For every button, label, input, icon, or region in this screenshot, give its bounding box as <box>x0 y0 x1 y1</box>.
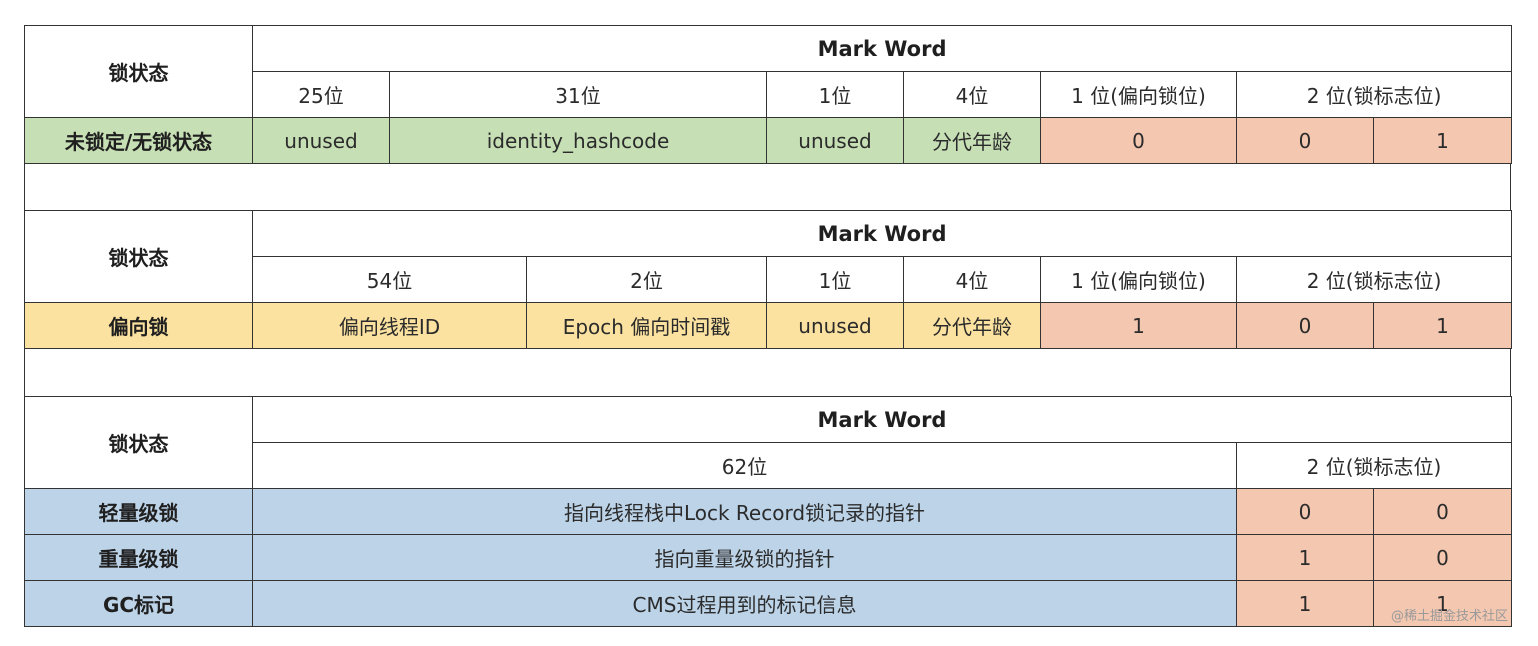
lock-flag-cell: 1 <box>1372 302 1513 349</box>
bit-label: 2位 <box>526 256 767 303</box>
bit-label: 2 位(锁标志位) <box>1235 256 1513 303</box>
mark-word-title: Mark Word <box>251 25 1513 72</box>
table-unlocked: 锁状态 Mark Word 25位 31位 1位 4位 1 位(偏向锁位) 2 … <box>24 25 1513 164</box>
state-label: 轻量级锁 <box>24 488 253 535</box>
state-header: 锁状态 <box>24 210 253 303</box>
lock-flag-cell: 1 <box>1372 117 1513 164</box>
field-cell: 指向线程栈中Lock Record锁记录的指针 <box>252 488 1237 535</box>
field-cell: identity_hashcode <box>389 117 767 164</box>
lock-flag-cell: 0 <box>1236 488 1374 535</box>
lock-flag-cell: 0 <box>1236 117 1374 164</box>
table-row: 轻量级锁 指向线程栈中Lock Record锁记录的指针 0 0 <box>24 488 1512 535</box>
lock-flag-cell: 0 <box>1373 488 1512 535</box>
mark-word-title: Mark Word <box>251 210 1513 257</box>
field-cell: CMS过程用到的标记信息 <box>252 580 1237 627</box>
field-cell: unused <box>766 117 904 164</box>
lock-flag-cell: 0 <box>1373 534 1512 581</box>
state-label: GC标记 <box>24 580 253 627</box>
field-cell: 分代年龄 <box>903 302 1041 349</box>
field-cell: unused <box>252 117 390 164</box>
state-label: 偏向锁 <box>24 302 253 349</box>
table-row: 偏向锁 偏向线程ID Epoch 偏向时间戳 unused 分代年龄 1 0 1 <box>24 302 1513 349</box>
bits-row: 54位 2位 1位 4位 1 位(偏向锁位) 2 位(锁标志位) <box>25 256 1513 303</box>
spacer-row <box>24 349 1511 396</box>
bit-label: 1 位(偏向锁位) <box>1040 71 1237 118</box>
bit-label: 2 位(锁标志位) <box>1236 442 1512 489</box>
biased-bit-cell: 1 <box>1040 302 1237 349</box>
bit-label: 31位 <box>389 71 767 118</box>
bit-label: 54位 <box>252 256 527 303</box>
table-row: 重量级锁 指向重量级锁的指针 1 0 <box>24 534 1512 581</box>
state-label: 重量级锁 <box>24 534 253 581</box>
bit-label: 1位 <box>766 256 904 303</box>
table-biased: 锁状态 Mark Word 54位 2位 1位 4位 1 位(偏向锁位) 2 位… <box>24 210 1513 349</box>
table-lock-pointers: 锁状态 Mark Word 62位 2 位(锁标志位) 轻量级锁 指向线程栈中L… <box>24 396 1512 627</box>
bit-label: 1位 <box>766 71 904 118</box>
bit-label: 4位 <box>903 71 1041 118</box>
biased-bit-cell: 0 <box>1040 117 1237 164</box>
watermark: @稀土掘金技术社区 <box>1390 609 1508 624</box>
state-header: 锁状态 <box>24 396 253 489</box>
field-cell: 偏向线程ID <box>252 302 527 349</box>
field-cell: Epoch 偏向时间戳 <box>526 302 767 349</box>
spacer-row <box>24 164 1511 210</box>
mark-word-title: Mark Word <box>252 396 1512 443</box>
table-row: 未锁定/无锁状态 unused identity_hashcode unused… <box>24 117 1513 164</box>
lock-flag-cell: 0 <box>1236 302 1374 349</box>
field-cell: unused <box>766 302 904 349</box>
lock-flag-cell: 1 <box>1236 534 1374 581</box>
field-cell: 指向重量级锁的指针 <box>252 534 1237 581</box>
bit-label: 62位 <box>252 442 1237 489</box>
field-cell: 分代年龄 <box>903 117 1041 164</box>
lock-flag-cell: 1 <box>1373 580 1512 627</box>
bit-label: 25位 <box>252 71 390 118</box>
bit-label: 2 位(锁标志位) <box>1235 71 1513 118</box>
state-header: 锁状态 <box>24 25 253 118</box>
table-row: GC标记 CMS过程用到的标记信息 1 1 <box>24 580 1512 627</box>
lock-flag-cell: 1 <box>1236 580 1374 627</box>
state-label: 未锁定/无锁状态 <box>24 117 253 164</box>
bit-label: 4位 <box>903 256 1041 303</box>
bit-label: 1 位(偏向锁位) <box>1040 256 1237 303</box>
